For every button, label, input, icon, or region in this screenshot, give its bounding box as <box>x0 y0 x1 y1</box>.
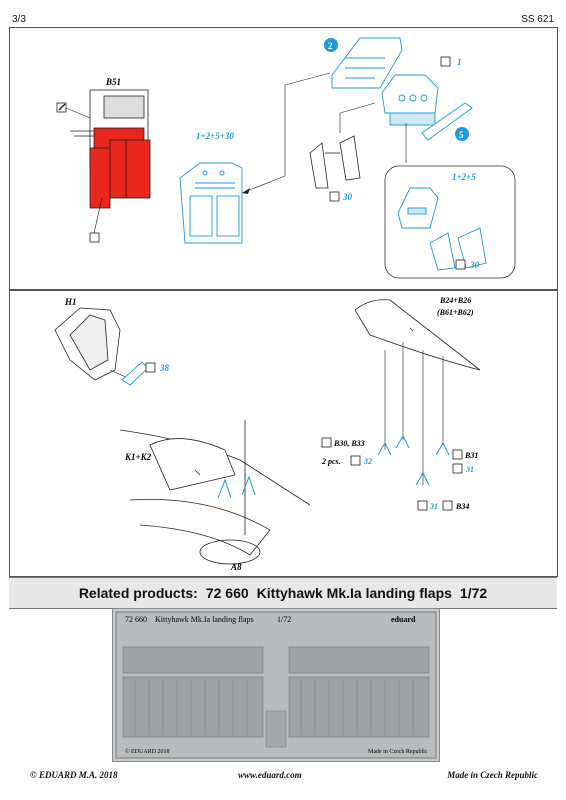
step-2-drawing: H1 38 B24+B26 (B61+B62) B30, B33 2 p <box>54 296 481 572</box>
label-combo-1: 1+2+5+30 <box>196 131 234 141</box>
label-b61: (B61+B62) <box>437 308 474 317</box>
fret-brand: eduard <box>391 615 416 624</box>
bend-symbol-icon <box>442 500 453 511</box>
step-1-drawing: B51 1+2+5+30 2 1 <box>56 37 516 279</box>
bend-symbol-icon <box>440 56 451 67</box>
bend-symbol-icon <box>455 259 466 270</box>
related-name: Kittyhawk Mk.Ia landing flaps <box>256 585 452 601</box>
label-32: 32 <box>363 457 372 466</box>
label-b51: B51 <box>105 77 121 87</box>
label-b30: B30, B33 <box>333 439 365 448</box>
label-k1-k2: K1+K2 <box>124 452 152 462</box>
instruction-step-1-frame: B51 1+2+5+30 2 1 <box>9 27 558 291</box>
fret-ribs <box>134 679 414 735</box>
footer-website[interactable]: www.eduard.com <box>238 770 302 780</box>
bend-symbol-icon <box>321 437 332 448</box>
pe-part-38 <box>121 361 149 386</box>
bend-symbol-icon <box>417 500 428 511</box>
label-a8: A8 <box>230 562 242 572</box>
pe-hinges-32 <box>377 434 450 486</box>
label-31b: 31 <box>429 502 438 511</box>
instruction-step-2-frame: H1 38 B24+B26 (B61+B62) B30, B33 2 p <box>9 289 558 577</box>
label-38: 38 <box>159 363 170 373</box>
label-b24: B24+B26 <box>439 296 471 305</box>
label-h1: H1 <box>64 297 77 307</box>
wing-drawing <box>119 420 311 565</box>
fret-copyright: © EDUARD 2018 <box>125 748 170 755</box>
pe-pedals-30 <box>309 135 361 189</box>
bend-symbol-icon <box>452 449 463 460</box>
installed-hinges <box>217 475 256 499</box>
label-detail-combo: 1+2+5 <box>452 172 476 182</box>
pe-instrument-panel <box>381 74 439 126</box>
fret-code: 72 660 <box>125 615 147 624</box>
step-5-badge <box>455 127 469 141</box>
fret-right-flaps <box>288 646 430 738</box>
bend-symbol-icon <box>329 191 340 202</box>
canopy-h1 <box>54 307 121 381</box>
detail-drawing <box>397 187 487 271</box>
footer-origin: Made in Czech Republic <box>447 770 538 780</box>
related-products-bar: Related products: 72 660 Kittyhawk Mk.Ia… <box>9 577 557 609</box>
label-step-1: 1 <box>457 57 462 67</box>
step-5-number: 5 <box>459 130 464 140</box>
fret-origin: Made in Czech Republic <box>368 749 428 755</box>
fret-name: Kittyhawk Mk.Ia landing flaps <box>155 615 254 624</box>
bend-symbol-icon <box>89 232 100 243</box>
flap-b24 <box>354 299 481 371</box>
page-number: 3/3 <box>12 14 26 25</box>
cement-brush-icon <box>58 103 66 111</box>
pe-panel-2 <box>331 37 403 89</box>
set-code: SS 621 <box>521 14 554 25</box>
bend-symbol-icon <box>350 455 361 466</box>
bend-symbol-icon <box>145 362 156 373</box>
related-label: Related products: <box>78 585 198 601</box>
related-code: 72 660 <box>205 585 249 601</box>
fret-drawing: 72 660 Kittyhawk Mk.Ia landing flaps 1/7… <box>115 611 437 759</box>
fret-small-parts <box>265 710 287 748</box>
label-2-pcs: 2 pcs. <box>321 457 341 466</box>
footer-copyright: © EDUARD M.A. 2018 <box>30 770 118 780</box>
label-31a: 31 <box>465 465 474 474</box>
pe-seat-assembly <box>179 162 243 244</box>
label-b34: B34 <box>455 502 469 511</box>
label-part-30: 30 <box>342 192 353 202</box>
label-b31: B31 <box>464 451 478 460</box>
fret-image: 72 660 Kittyhawk Mk.Ia landing flaps 1/7… <box>112 608 440 762</box>
pe-strip-5 <box>421 102 473 141</box>
bend-symbol-icon <box>452 463 463 474</box>
step-2-number: 2 <box>328 41 333 51</box>
label-detail-30: 30 <box>469 260 480 270</box>
seat-b51 <box>70 89 151 209</box>
step-2-badge <box>324 38 338 52</box>
fret-left-flaps <box>122 646 264 738</box>
related-scale: 1/72 <box>459 585 488 601</box>
fret-scale: 1/72 <box>277 615 291 624</box>
